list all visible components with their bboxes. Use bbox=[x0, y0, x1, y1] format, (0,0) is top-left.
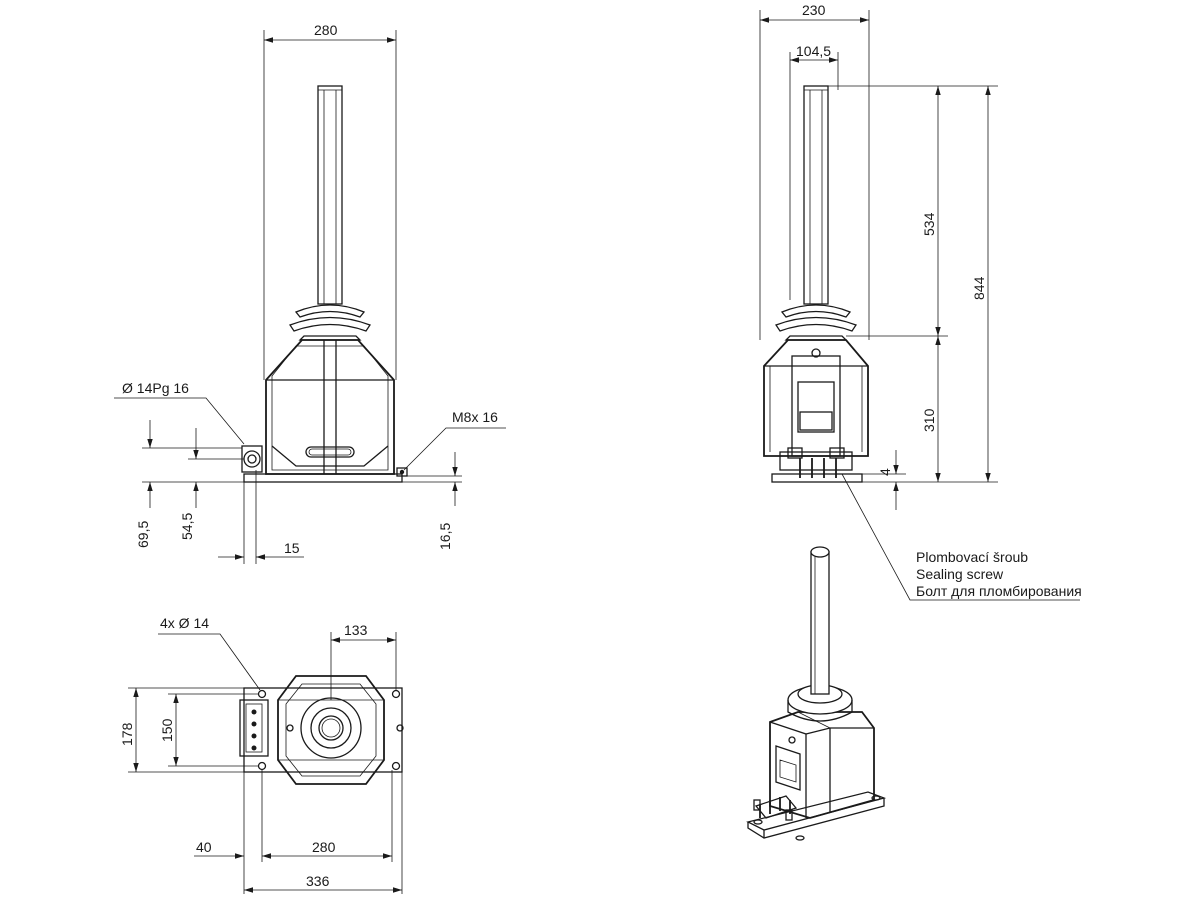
dim-body-height-label: 310 bbox=[921, 408, 937, 432]
cable-gland-icon bbox=[241, 445, 263, 473]
sealing-screw-label-ru: Болт для пломбирования bbox=[916, 583, 1082, 599]
side-base-plate bbox=[771, 473, 863, 483]
holes-label: 4x Ø 14 bbox=[160, 615, 209, 631]
top-transformer-body bbox=[277, 675, 404, 785]
sealing-screw-label-en: Sealing screw bbox=[916, 566, 1004, 582]
dim-outer-depth: 178 bbox=[119, 687, 244, 773]
dim-gland-axis-height-label: 54,5 bbox=[179, 513, 195, 540]
earth-terminal-icon bbox=[396, 467, 408, 477]
dim-gland-offset-label: 15 bbox=[284, 540, 300, 556]
iso-terminal-block bbox=[753, 795, 798, 821]
side-view: 230 104,5 534 844 310 bbox=[759, 2, 1082, 601]
sealing-screw-leader: Plombovací šroub Sealing screw Болт для … bbox=[841, 473, 1082, 601]
side-insulator-rod bbox=[803, 85, 829, 305]
dim-side-width: 230 bbox=[759, 2, 870, 340]
top-terminal-block bbox=[239, 699, 269, 757]
dim-conductor-offset: 104,5 bbox=[789, 43, 839, 300]
dim-side-width-label: 230 bbox=[802, 2, 826, 18]
dim-top-overall-width-label: 336 bbox=[306, 873, 330, 889]
earth-terminal-leader: M8x 16 bbox=[403, 409, 506, 471]
dim-hole-spacing-depth-label: 150 bbox=[159, 718, 175, 742]
dim-total-height: 844 bbox=[971, 86, 991, 482]
dim-base-thickness: 4 bbox=[877, 450, 899, 510]
dim-hole-spacing-width: 280 bbox=[262, 839, 392, 859]
earth-terminal-label: M8x 16 bbox=[452, 409, 498, 425]
dim-total-height-label: 844 bbox=[971, 276, 987, 300]
front-base-plate bbox=[243, 473, 403, 483]
dim-cable-gland-height-label: 69,5 bbox=[135, 521, 151, 548]
dim-top-overall-width: 336 bbox=[244, 873, 402, 893]
holes-leader: 4x Ø 14 bbox=[158, 615, 261, 691]
dim-outer-depth-label: 178 bbox=[119, 722, 135, 746]
dim-center-offset: 133 bbox=[330, 622, 397, 700]
side-terminal-block bbox=[779, 447, 853, 478]
front-view: 280 Ø 14Pg 16 M8x 16 69,5 54,5 bbox=[114, 22, 506, 564]
dim-insulator-height: 534 bbox=[921, 86, 941, 336]
dim-gland-axis-height: 54,5 bbox=[179, 428, 244, 540]
dim-front-width: 280 bbox=[263, 22, 397, 380]
dim-body-height: 310 bbox=[921, 336, 941, 482]
dim-gland-offset: 15 bbox=[218, 470, 304, 564]
isometric-view bbox=[746, 546, 887, 841]
side-transformer-body bbox=[763, 339, 869, 457]
dim-earth-height-label: 16,5 bbox=[437, 523, 453, 550]
dim-base-thickness-label: 4 bbox=[877, 468, 893, 476]
dim-edge-offset: 40 bbox=[194, 839, 244, 859]
front-insulator-rod bbox=[317, 85, 343, 305]
dim-insulator-height-label: 534 bbox=[921, 212, 937, 236]
sealing-screw-label-cs: Plombovací šroub bbox=[916, 549, 1028, 565]
iso-insulator-rod bbox=[810, 546, 830, 695]
cable-gland-label: Ø 14Pg 16 bbox=[122, 380, 189, 396]
front-insulator-sheds bbox=[289, 304, 371, 341]
cable-gland-leader: Ø 14Pg 16 bbox=[114, 380, 245, 445]
dim-cable-gland-height: 69,5 bbox=[135, 420, 244, 548]
top-view: 4x Ø 14 133 178 150 bbox=[119, 615, 404, 894]
dim-edge-offset-label: 40 bbox=[196, 839, 212, 855]
dim-hole-spacing-width-label: 280 bbox=[312, 839, 336, 855]
side-insulator-sheds bbox=[775, 304, 857, 341]
front-transformer-body bbox=[265, 339, 395, 475]
iso-base-plate bbox=[746, 791, 887, 841]
dim-hole-spacing-depth: 150 bbox=[159, 693, 258, 767]
iso-transformer-body bbox=[769, 711, 875, 819]
dim-conductor-offset-label: 104,5 bbox=[796, 43, 831, 59]
dim-center-offset-label: 133 bbox=[344, 622, 368, 638]
dim-front-width-label: 280 bbox=[314, 22, 338, 38]
dim-earth-height: 16,5 bbox=[402, 452, 462, 550]
